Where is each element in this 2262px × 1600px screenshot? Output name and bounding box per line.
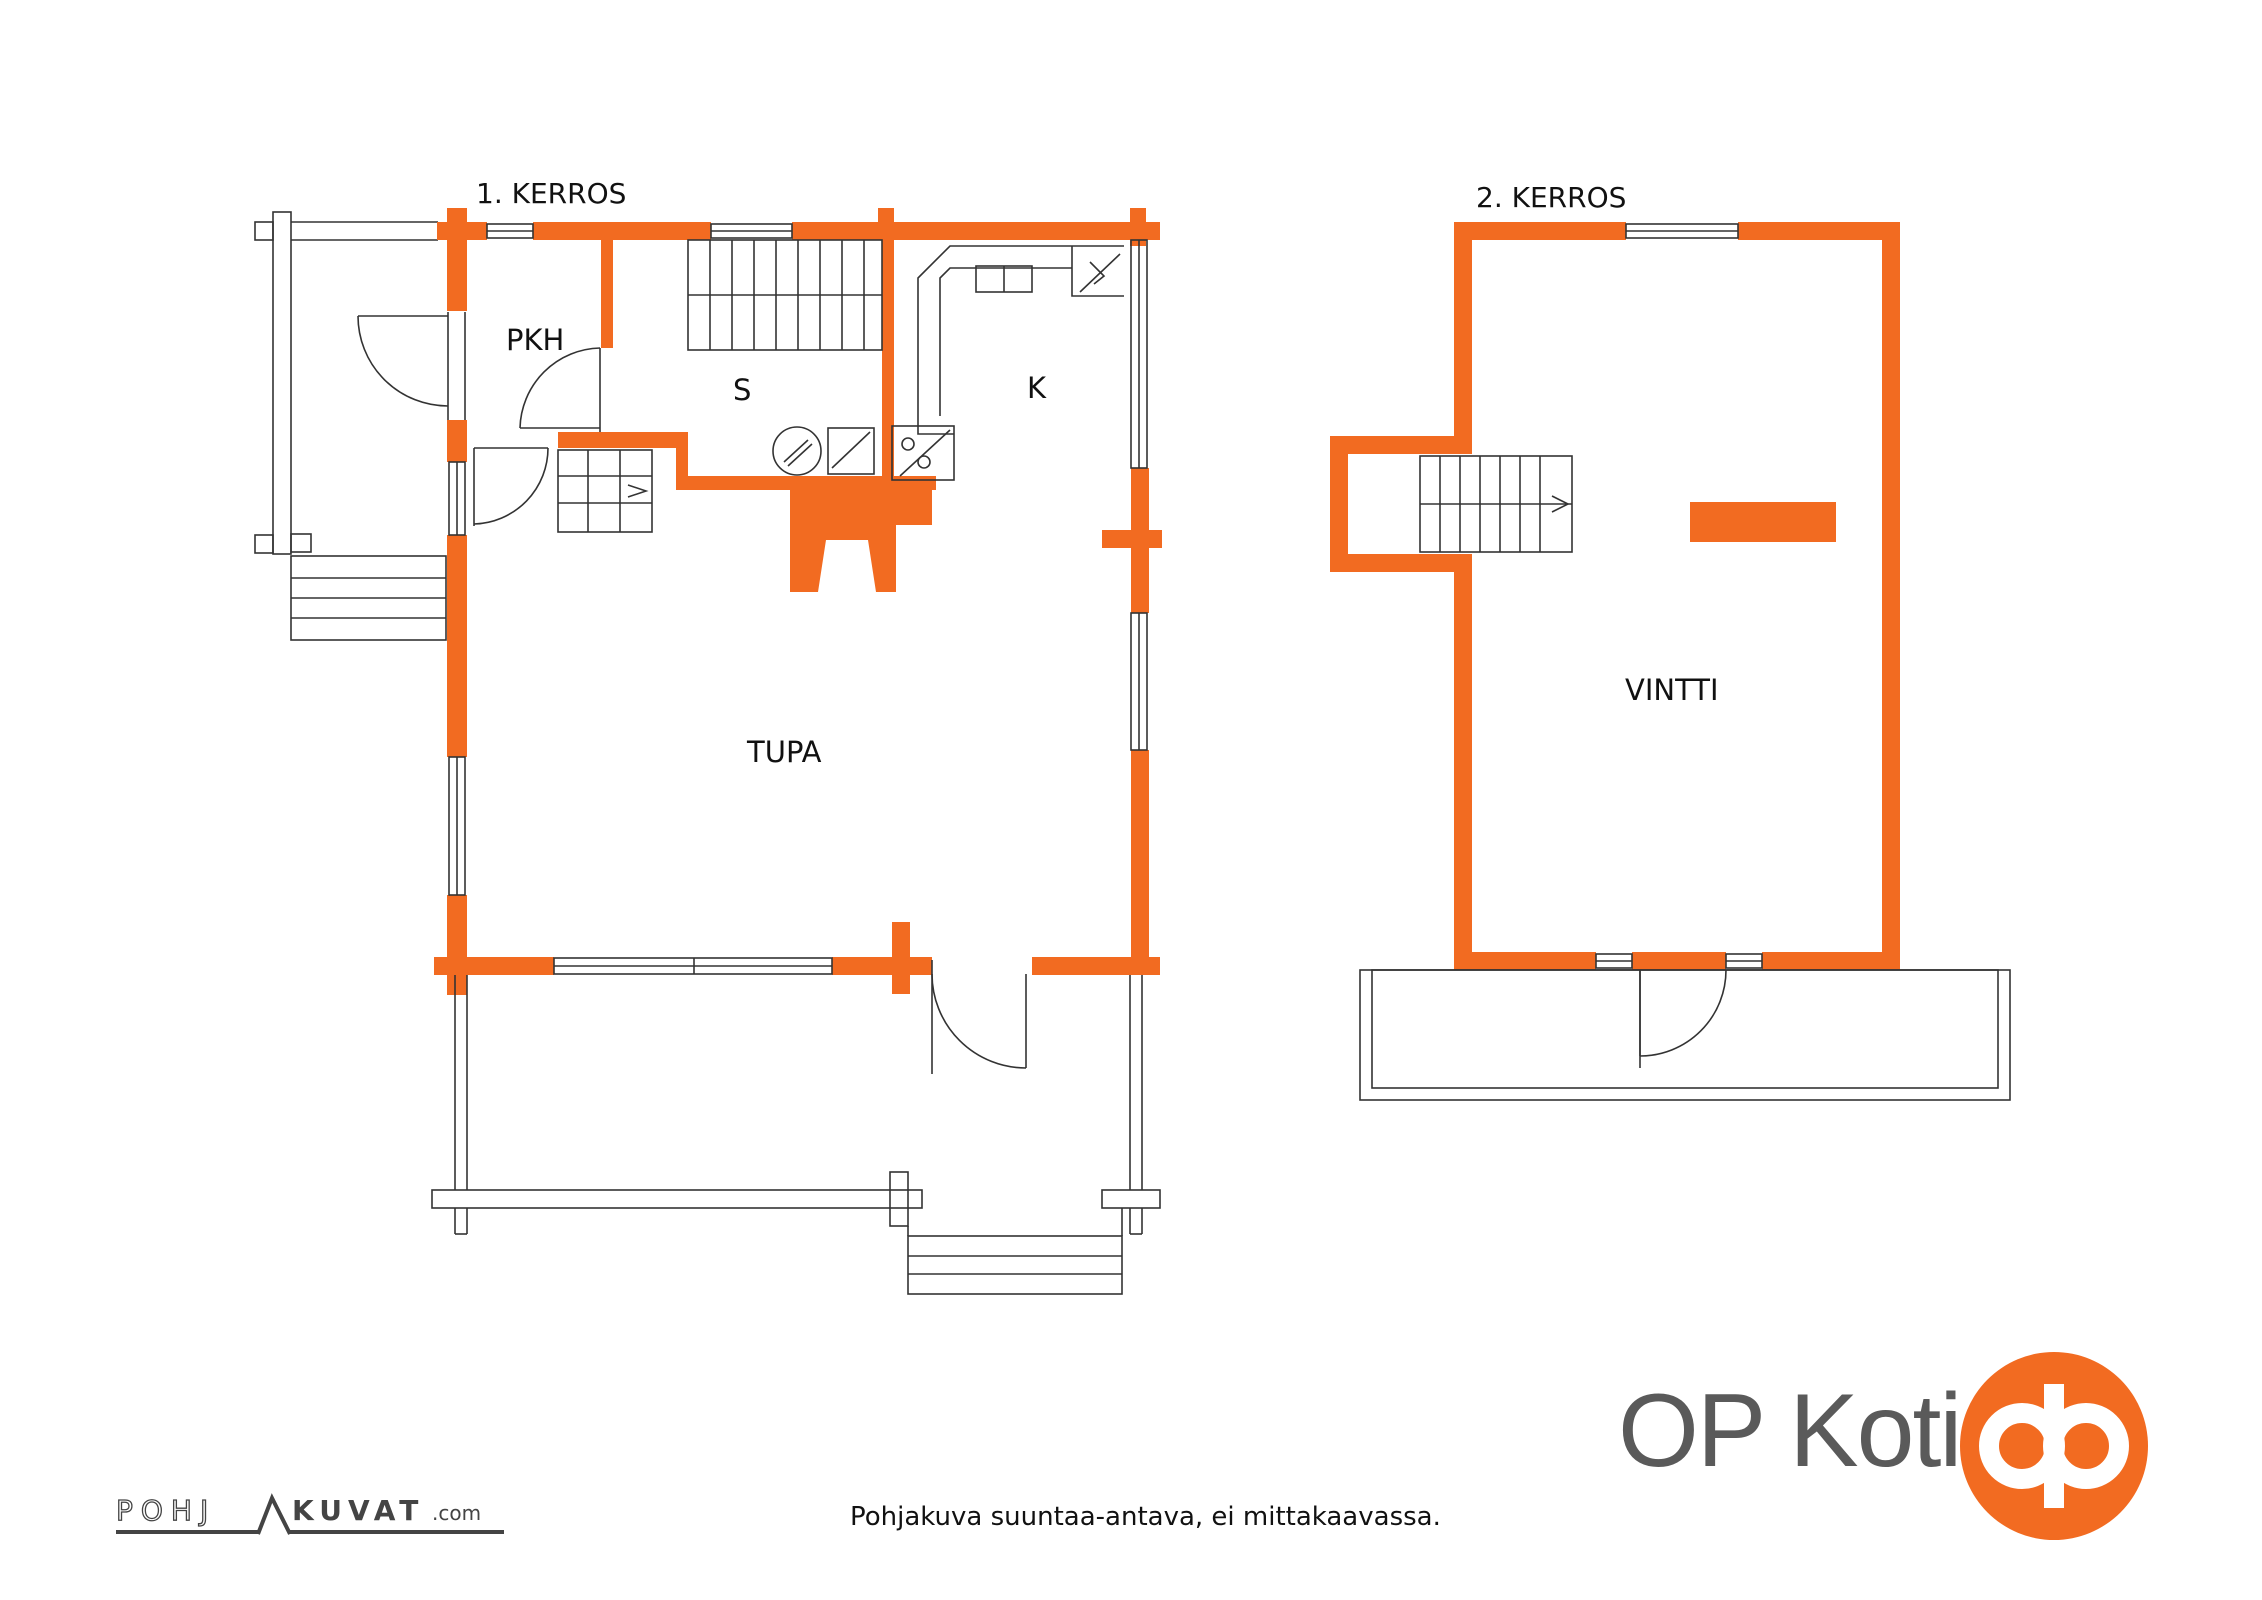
pk-logo-part2: KUVAT [292,1494,424,1527]
floor-2-walls [1330,222,1900,970]
floor-2: 2. KERROS [1330,181,2011,1101]
floor-1-fixtures [557,239,1124,533]
floor-1-windows [448,223,1148,975]
room-tupa: TUPA [746,735,822,769]
pohjakuvat-logo: POHJ KUVAT .com [115,1493,504,1535]
disclaimer-text: Pohjakuva suuntaa-antava, ei mittakaavas… [850,1502,1441,1532]
pk-logo-part1: POHJ [116,1494,216,1527]
pk-logo-suffix: .com [432,1501,481,1525]
floor-1-title: 1. KERROS [476,177,626,210]
op-logo-icon [1960,1352,2148,1540]
floor-1: 1. KERROS [254,177,1162,1295]
brand-name: OP Koti [1618,1373,1962,1489]
floor-1-walls [434,208,1162,995]
front-terrace [431,975,1161,1295]
balcony [1359,969,2011,1101]
floor-2-windows [1595,223,1763,969]
room-pkh: PKH [506,323,564,357]
room-k: K [1027,371,1047,405]
floor-2-title: 2. KERROS [1476,181,1626,214]
room-s: S [733,373,751,407]
floor-2-stairs [1419,455,1573,553]
floor-1-doors [357,312,1027,1074]
room-vintti: VINTTI [1625,673,1719,707]
entrance-terrace [254,211,447,641]
